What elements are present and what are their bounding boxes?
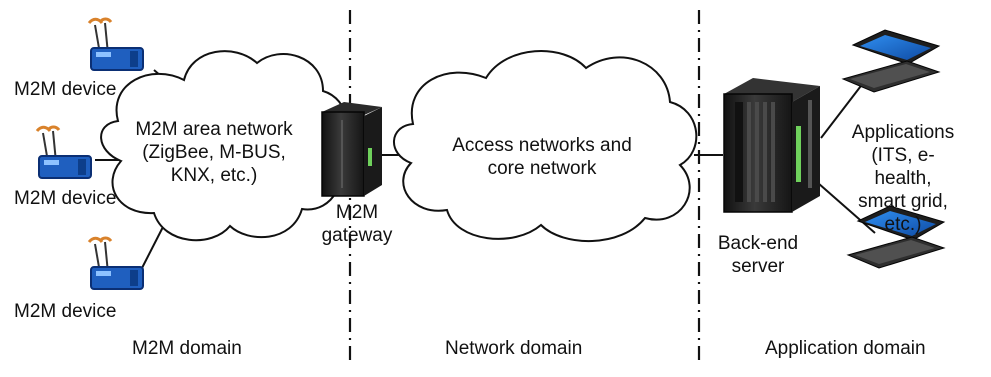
server-to-laptop-bottom-connection: [817, 182, 876, 234]
m2m-device-label-3: M2M device: [14, 301, 117, 322]
m2m-gateway-label: M2M gateway: [321, 202, 393, 246]
access-network-label: Access networks and core network: [452, 135, 632, 179]
m2m-area-network-label: M2M area network (ZigBee, M-BUS, KNX, et…: [135, 119, 293, 186]
m2m-domain-label: M2M domain: [132, 338, 242, 359]
access-network-cloud: [393, 50, 698, 242]
application-domain-label: Application domain: [765, 338, 926, 359]
m2m-device-label-2: M2M device: [14, 188, 117, 209]
m2m-device-icon-3: [87, 236, 144, 290]
m2m-device-icon-2: [35, 125, 92, 179]
applications-label: Applications (ITS, e-health, smart grid,…: [851, 122, 955, 235]
device-3-connection: [141, 222, 166, 269]
server-to-laptop-top-connection: [820, 77, 868, 139]
m2m-gateway-icon: [321, 102, 382, 197]
laptop-icon-bottom: [846, 205, 946, 269]
back-end-server-icon: [723, 78, 820, 213]
laptop-icon-top: [841, 29, 941, 93]
m2m-device-label-1: M2M device: [14, 79, 117, 100]
back-end-server-label: Back-end server: [717, 233, 799, 277]
m2m-device-icon-1: [87, 17, 144, 71]
network-domain-label: Network domain: [445, 338, 583, 359]
